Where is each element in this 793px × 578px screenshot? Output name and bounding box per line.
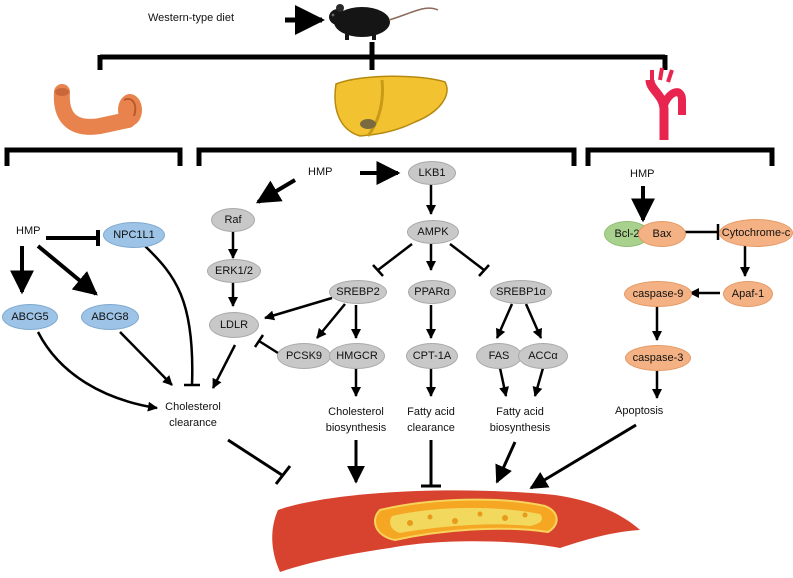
npc1l1-node: NPC1L1 xyxy=(103,222,165,248)
srebp2-node: SREBP2 xyxy=(329,280,387,304)
artery-connections xyxy=(631,186,750,399)
apaf1-node: Apaf-1 xyxy=(723,281,773,307)
intestine-connections xyxy=(10,230,237,412)
srebp1-node: SREBP1α xyxy=(490,280,552,304)
raf-node: Raf xyxy=(211,208,255,232)
caspase3-node: caspase-3 xyxy=(625,345,691,371)
hmgcr-node: HMGCR xyxy=(329,343,385,369)
fas-node: FAS xyxy=(476,343,522,369)
bottom-connections xyxy=(227,423,637,490)
top-bracket xyxy=(97,42,668,70)
liver-hmp-label: HMP xyxy=(308,166,333,178)
cholesterol-clearance-label: Cholesterol clearance xyxy=(165,401,221,429)
cholesterol-biosynthesis-label: Cholesterol biosynthesis xyxy=(325,406,387,434)
caspase9-node: caspase-9 xyxy=(624,281,692,307)
liver-icon xyxy=(334,75,448,137)
ppar-node: PPARα xyxy=(408,280,456,304)
ldlr-node: LDLR xyxy=(209,312,259,338)
cytochrome-c-node: Cytochrome-c xyxy=(719,219,793,247)
liver-connections xyxy=(228,161,545,397)
acc-node: ACCα xyxy=(518,343,568,369)
ampk-node: AMPK xyxy=(407,220,459,244)
erk-node: ERK1/2 xyxy=(207,259,261,283)
aorta-icon xyxy=(645,67,686,140)
pcsk9-node: PCSK9 xyxy=(277,343,331,369)
diet-label: Western-type diet xyxy=(148,12,235,24)
fatty-acid-clearance-label: Fatty acid clearance xyxy=(407,406,455,434)
bax-node: Bax xyxy=(638,221,686,247)
fatty-acid-biosynthesis-label: Fatty acid biosynthesis xyxy=(489,406,551,434)
artery-plaque-illustration xyxy=(272,490,640,572)
cpt1a-node: CPT-1A xyxy=(406,343,458,369)
intestine-hmp-label: HMP xyxy=(16,225,41,237)
lkb1-node: LKB1 xyxy=(408,161,456,185)
section-brackets xyxy=(4,147,775,166)
apoptosis-label: Apoptosis xyxy=(615,405,664,417)
artery-hmp-label: HMP xyxy=(630,168,655,180)
mouse-icon xyxy=(329,4,439,40)
intestine-icon xyxy=(53,84,142,135)
abcg5-node: ABCG5 xyxy=(2,304,58,330)
abcg8-node: ABCG8 xyxy=(81,304,139,330)
